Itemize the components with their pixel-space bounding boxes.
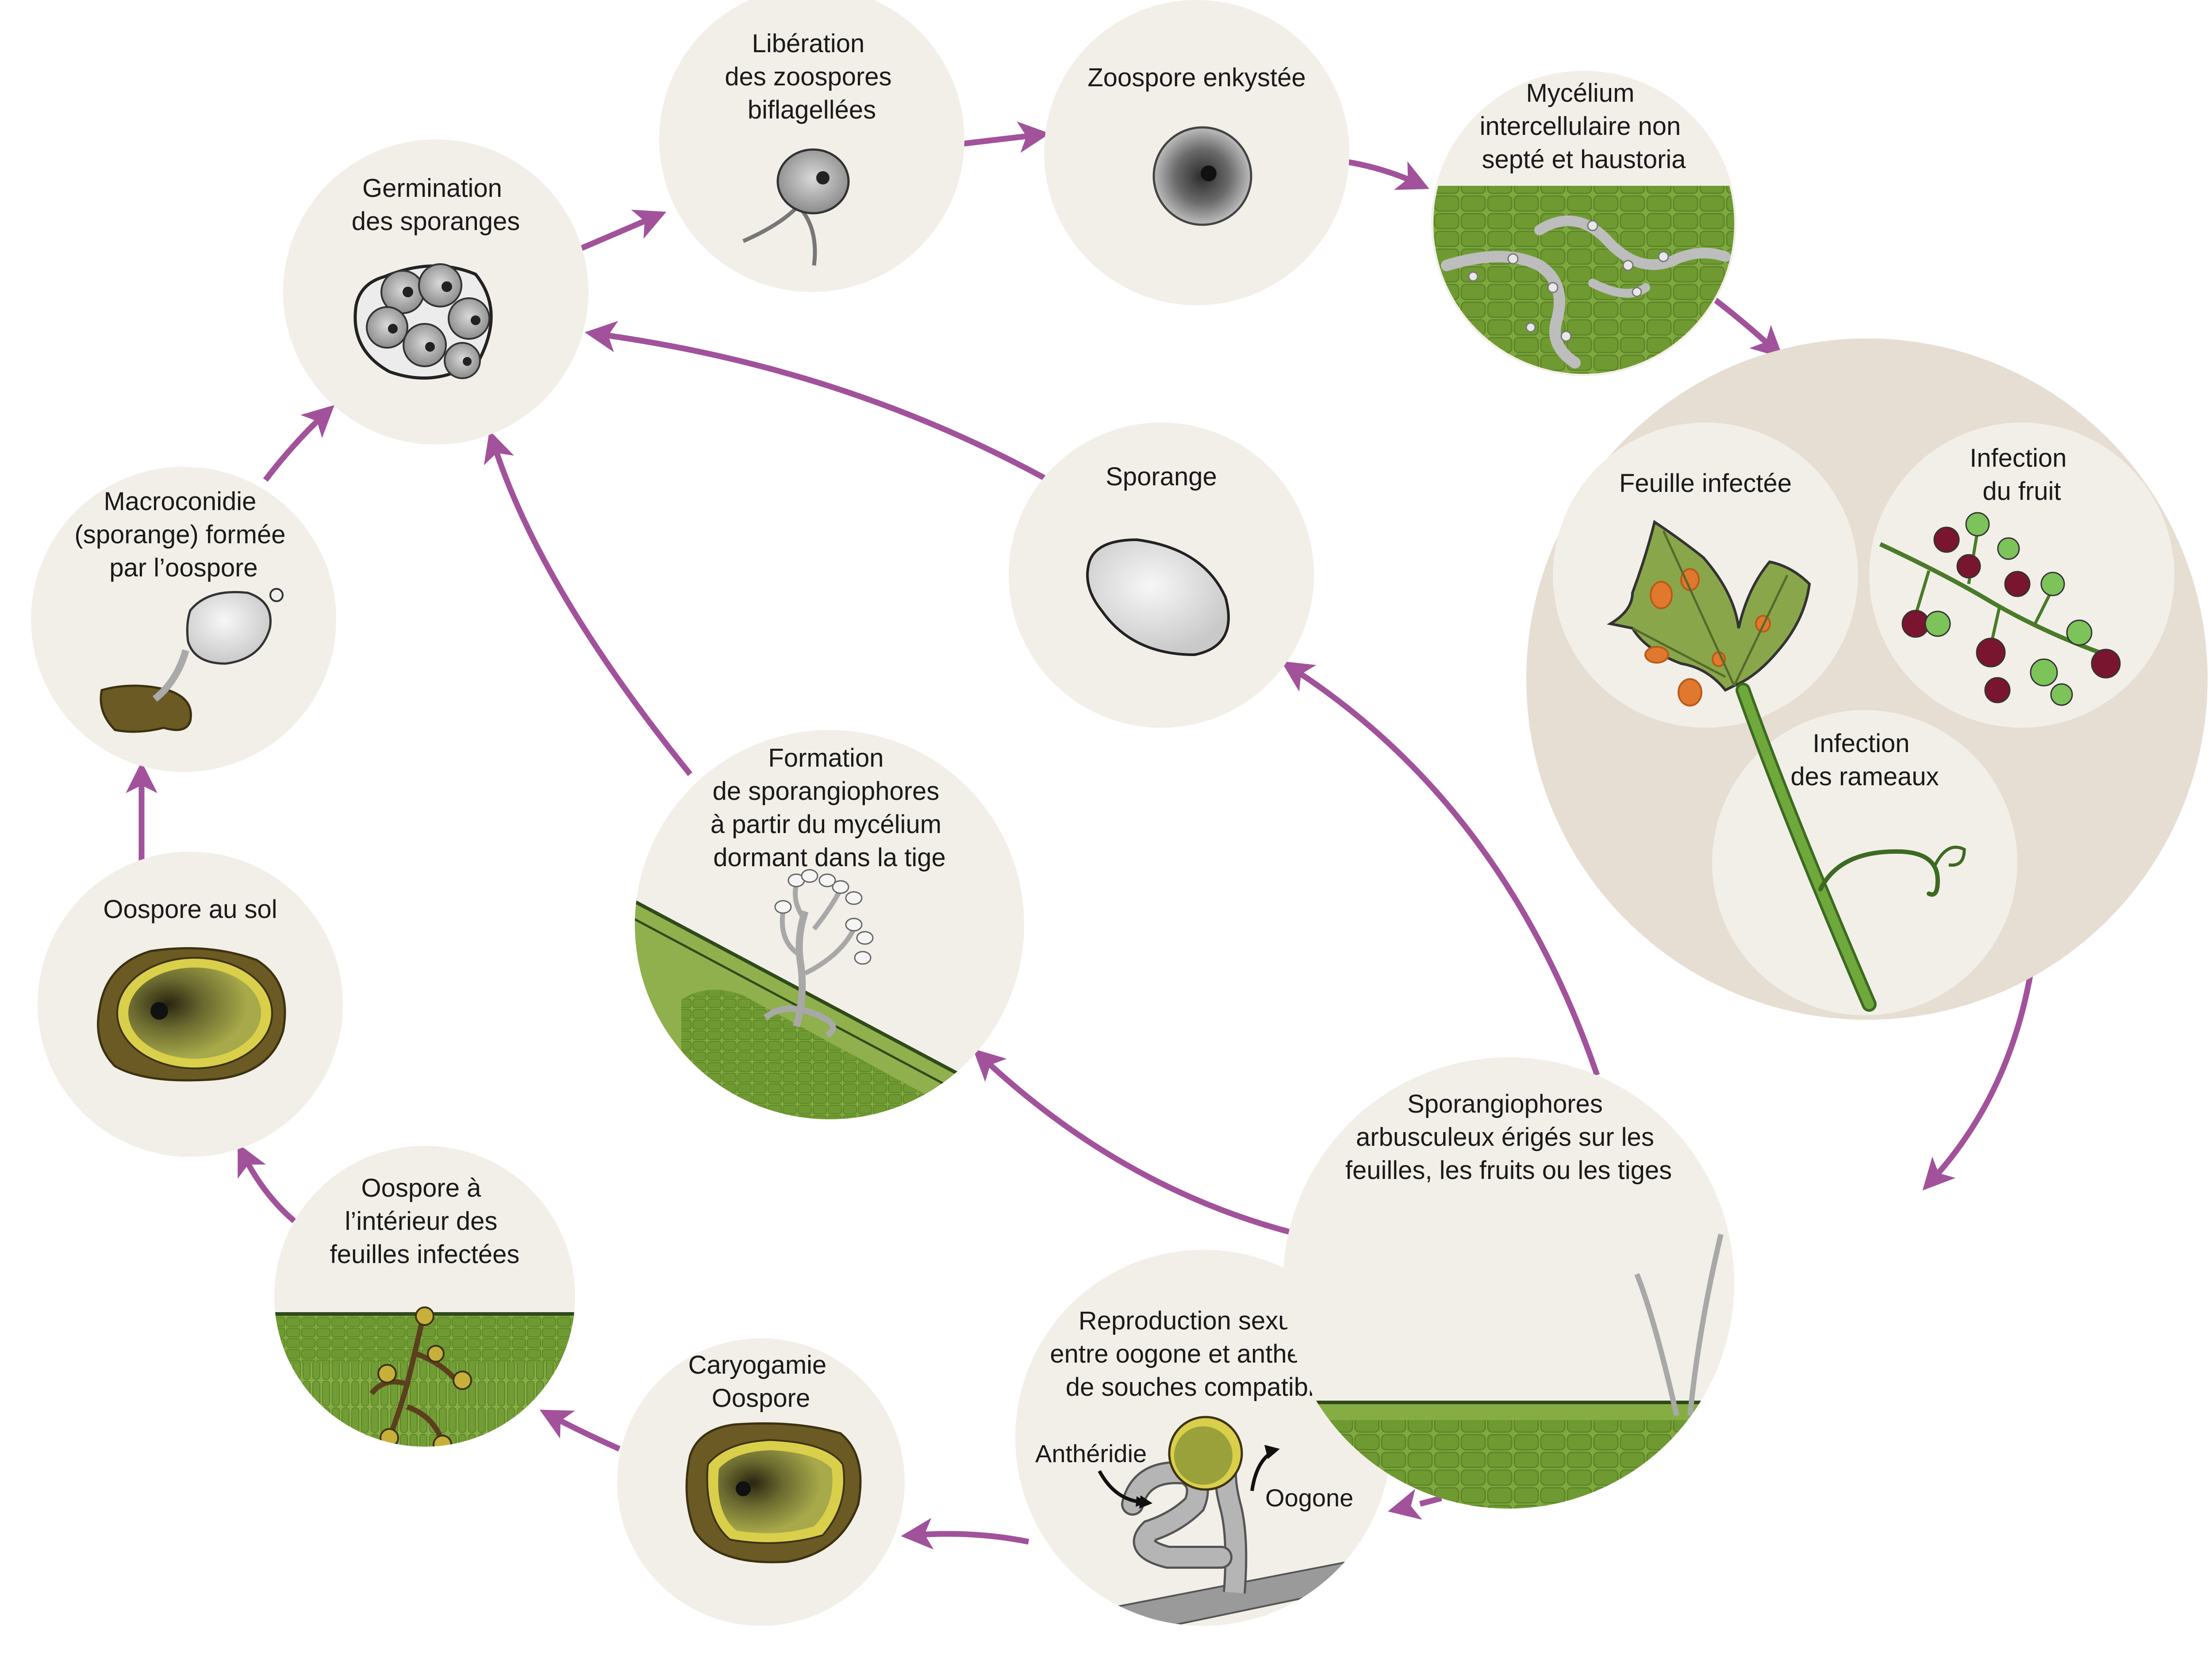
arrow-macroconidie-to-germination [263, 405, 334, 482]
macroconidium-icon [100, 588, 284, 733]
infected-leaf-icon [1606, 520, 1811, 707]
host-feuille: Feuille infectée [1553, 422, 1858, 728]
stage-label-oospore-sol: Oospore au sol [103, 895, 277, 924]
arrow-formation-to-germination [484, 430, 693, 776]
stage-oospore-sol: Oospore au sol [38, 852, 343, 1157]
stage-caryogamie: Caryogamie Oospore [617, 1338, 905, 1626]
infected-grapes-icon [1879, 512, 2121, 706]
host-label-fruit: Infection du fruit [1970, 444, 2074, 506]
stage-label-reproduction: Reproduction sexuée entre oogone et anth… [1050, 1306, 1356, 1402]
oogonium-antheridium-icon [1074, 1416, 1372, 1626]
oospores-in-leaf-icon [274, 1306, 575, 1447]
sporangium-with-zoospores-icon [353, 263, 493, 380]
arrow-host-to-sporangiophores [1922, 972, 2034, 1191]
stage-label-oospore-feuilles: Oospore à l’intérieur des feuilles infec… [330, 1174, 520, 1269]
stage-enkystee: Zoospore enkystée [1044, 0, 1349, 305]
stage-oospore-feuilles: Oospore à l’intérieur des feuilles infec… [274, 1146, 575, 1447]
dormant-mycelium-stem-icon [635, 869, 1024, 1119]
stage-label-mycelium: Mycélium intercellulaire non septé et ha… [1480, 79, 1688, 174]
infected-shoot-icon [1736, 683, 1966, 1012]
stage-label-sporangiophores: Sporangiophores arbusculeux érigés sur l… [1345, 1090, 1672, 1185]
stage-mycelium: Mycélium intercellulaire non septé et ha… [1431, 71, 1736, 376]
host-fruit: Infection du fruit [1869, 422, 2174, 728]
stage-liberation: Libération des zoospores biflagellées [659, 0, 964, 292]
stage-formation: Formation de sporangiophores à partir du… [635, 730, 1024, 1119]
sporangium-icon [1086, 538, 1230, 657]
oogone-label: Oogone [1265, 1484, 1353, 1512]
arrow-mycelium-to-host [1706, 292, 1783, 358]
antheridie-label: Anthéridie [1035, 1440, 1147, 1467]
antheridium-pointer-arrow [1098, 1470, 1147, 1507]
stage-sporange: Sporange [1009, 422, 1314, 728]
stage-reproduction: Reproduction sexuée entre oogone et anth… [1015, 1250, 1391, 1626]
host-rameaux: Infection des rameaux [1712, 683, 2017, 1015]
arrow-sporangiophores-to-sporange [1281, 661, 1600, 1076]
stage-label-sporange: Sporange [1106, 462, 1217, 491]
arrow-sporange-to-germination [584, 321, 1046, 480]
stage-label-enkystee: Zoospore enkystée [1087, 63, 1306, 92]
stage-label-liberation: Libération des zoospores biflagellées [725, 29, 899, 124]
stage-macroconidie: Macroconidie (sporange) formée par l’oos… [31, 467, 336, 772]
arrow-enkystee-to-mycelium [1344, 158, 1429, 190]
arrow-reproduction-to-caryogamie [901, 1518, 1029, 1550]
host-label-rameaux: Infection des rameaux [1790, 729, 1939, 791]
host-infection-group: Feuille infectée Infection du fruit [1526, 338, 2208, 1020]
encysted-zoospore-icon [1152, 126, 1252, 226]
host-label-feuille: Feuille infectée [1619, 469, 1792, 498]
biflagellate-zoospore-icon [742, 148, 850, 266]
stage-label-caryogamie: Caryogamie Oospore [688, 1351, 834, 1413]
stage-label-formation: Formation de sporangiophores à partir du… [710, 744, 949, 872]
arrow-germination-to-liberation [576, 210, 667, 253]
arrow-oospore-feuilles-to-oospore-sol [238, 1143, 296, 1223]
stage-label-germination: Germination des sporanges [352, 174, 520, 236]
arrow-caryogamie-to-oospore-feuilles [539, 1409, 621, 1452]
stage-label-macroconidie: Macroconidie (sporange) formée par l’oos… [74, 487, 292, 582]
arrow-liberation-to-enkystee [962, 121, 1050, 153]
cycle-arrows [126, 121, 2034, 1550]
intercellular-mycelium-icon [1433, 186, 1734, 374]
karyogamy-oospore-icon [685, 1422, 862, 1563]
stage-germination: Germination des sporanges [283, 139, 588, 445]
soil-oospore-icon [97, 947, 286, 1082]
